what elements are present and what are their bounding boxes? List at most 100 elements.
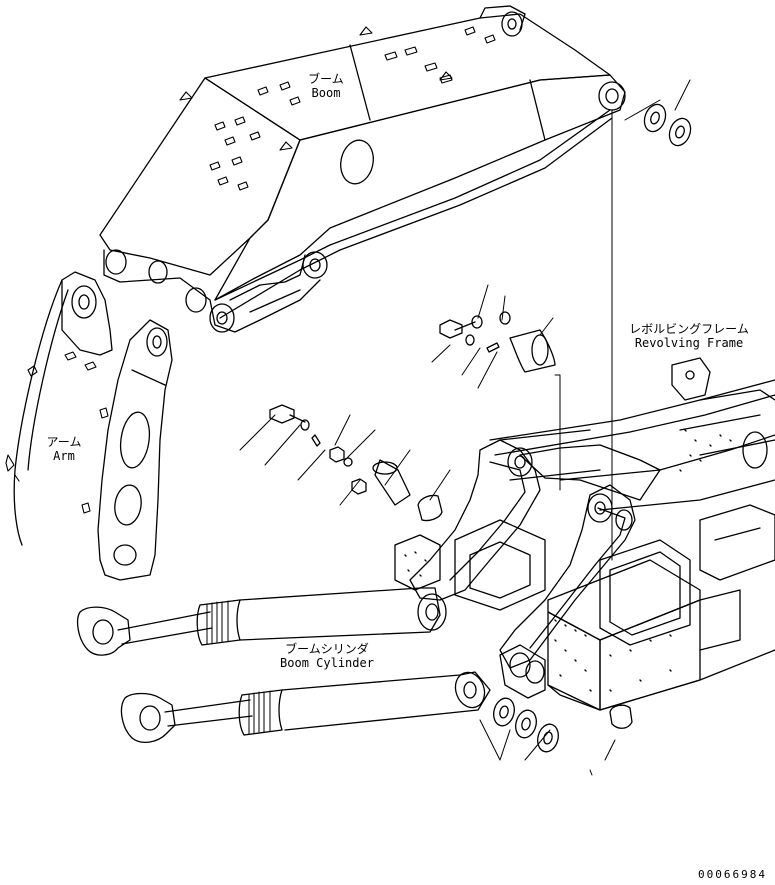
cyl1-head-boss <box>418 594 446 630</box>
arm-nose-boss <box>147 328 167 356</box>
cyl1-eye-hole <box>93 620 113 644</box>
foot-tower-right-hole <box>595 502 605 514</box>
revolving-frame-label: レボルビングフレーム Revolving Frame <box>614 322 764 350</box>
arm-hole-1 <box>117 410 153 469</box>
washer-middle <box>301 420 309 430</box>
boom-clevis-boss-3 <box>186 288 206 312</box>
boom-label-en: Boom <box>311 86 341 100</box>
boom-label: ブーム Boom <box>296 72 356 100</box>
cyl1-gland <box>197 600 240 645</box>
frame-right-hole <box>743 432 767 468</box>
frame-main-box-front <box>548 612 600 710</box>
shim-top-2 <box>666 115 694 148</box>
boom-left-face <box>100 78 300 275</box>
bolt-middle <box>270 405 305 423</box>
boom-foot-pin-boss <box>599 82 625 110</box>
shim-top-1-hole <box>649 111 661 125</box>
revolving-frame-label-jp: レボルビングフレーム <box>629 322 749 336</box>
arm-assembly <box>6 272 172 580</box>
frame-dots <box>680 430 731 471</box>
boom-bracket-boss <box>303 252 327 278</box>
boom-underside-edge <box>220 118 612 318</box>
frame-rail-top <box>490 380 775 440</box>
cyl2-foot-boss <box>510 653 530 677</box>
arm-top-boss <box>72 286 96 318</box>
drawing-number: 00066984 <box>698 868 767 881</box>
frame-base <box>548 650 775 710</box>
boom-cylinder-lower <box>121 645 545 742</box>
pin-middle-small <box>344 458 352 466</box>
frame-rail-lower <box>600 480 775 510</box>
boom-clevis-boss-1 <box>106 250 126 274</box>
cyl2-head-hole <box>464 682 476 698</box>
boom-underside <box>215 110 610 300</box>
boom-top-face <box>205 14 610 140</box>
boom-assembly <box>100 6 625 332</box>
boom-top-ridge <box>480 6 525 30</box>
boom-cylinder-label-en: Boom Cylinder <box>280 656 374 670</box>
shim-bottom-3 <box>535 722 562 754</box>
shim-bottom-3-hole <box>543 731 554 745</box>
boom-bracket-plate <box>230 255 305 312</box>
shim-bottom-1 <box>491 696 518 728</box>
cotter-middle <box>312 435 320 446</box>
foot-tower-left-inner <box>450 462 525 580</box>
frame-rivets <box>555 620 671 691</box>
frame-center-panel <box>455 520 545 610</box>
cyl2-rod-eye <box>121 694 175 743</box>
cyl1-rod-eye <box>78 607 130 655</box>
boom-bracket-hole <box>310 259 320 271</box>
nut-middle-2 <box>352 479 366 494</box>
foot-tower-left-hole <box>515 456 525 468</box>
frame-window-inner <box>610 552 680 635</box>
frame-rail-top-2 <box>495 395 775 455</box>
boom-top-boss-hole <box>508 19 516 29</box>
nut-upper-1 <box>472 316 482 328</box>
boom-plate-marks <box>180 27 495 190</box>
boom-right-face <box>215 75 625 300</box>
arm-label-jp: アーム <box>46 435 82 449</box>
cyl1-head-hole <box>426 604 438 620</box>
boom-cylinder-label-jp: ブームシリンダ <box>285 642 369 656</box>
arm-hole-3 <box>114 545 136 565</box>
shim-bottom-1-hole <box>499 705 510 719</box>
foot-pin-tube <box>500 430 600 480</box>
arm-body-right <box>100 320 172 580</box>
bushing-middle <box>418 495 442 520</box>
cyl2-tube <box>282 672 490 730</box>
cyl2-foot-boss-2 <box>526 661 544 683</box>
boom-clevis-boss-2 <box>149 261 167 283</box>
arm-plate-marks <box>6 352 108 513</box>
pin-hardware <box>270 312 555 521</box>
foot-tower-right-inner <box>530 508 625 648</box>
revolving-frame <box>395 358 775 710</box>
boom-cylinder-upper <box>78 588 446 655</box>
arm-hole-2 <box>112 483 143 526</box>
cyl2-eye-hole <box>140 706 160 730</box>
shim-top-1 <box>641 101 669 134</box>
cyl2-gland <box>239 690 282 735</box>
boom-top-boss <box>502 12 522 36</box>
plug-bottom <box>610 705 632 728</box>
cyl1-gland-ridges <box>207 601 228 644</box>
revolving-frame-label-en: Revolving Frame <box>634 336 744 350</box>
cyl1-rod <box>118 612 212 644</box>
boom-clevis-hole-4 <box>217 312 227 324</box>
leader-lines <box>240 80 690 775</box>
cyl2-rod <box>165 700 252 726</box>
cyl1-tube <box>240 588 440 640</box>
foot-tower-right-boss <box>588 494 612 522</box>
frame-right-block <box>700 505 775 580</box>
cyl2-foot-clevis <box>500 645 545 698</box>
frame-main-box-top <box>548 560 700 640</box>
arm-body-left <box>98 340 130 560</box>
arm-top-boss-hole <box>79 295 89 309</box>
boom-panel-line <box>350 45 370 120</box>
pin-middle-head <box>373 462 397 474</box>
mount-block-dots <box>405 552 426 576</box>
foot-tower-right <box>500 485 635 668</box>
shim-bottom-2-hole <box>521 717 532 731</box>
washer-upper <box>466 335 474 345</box>
